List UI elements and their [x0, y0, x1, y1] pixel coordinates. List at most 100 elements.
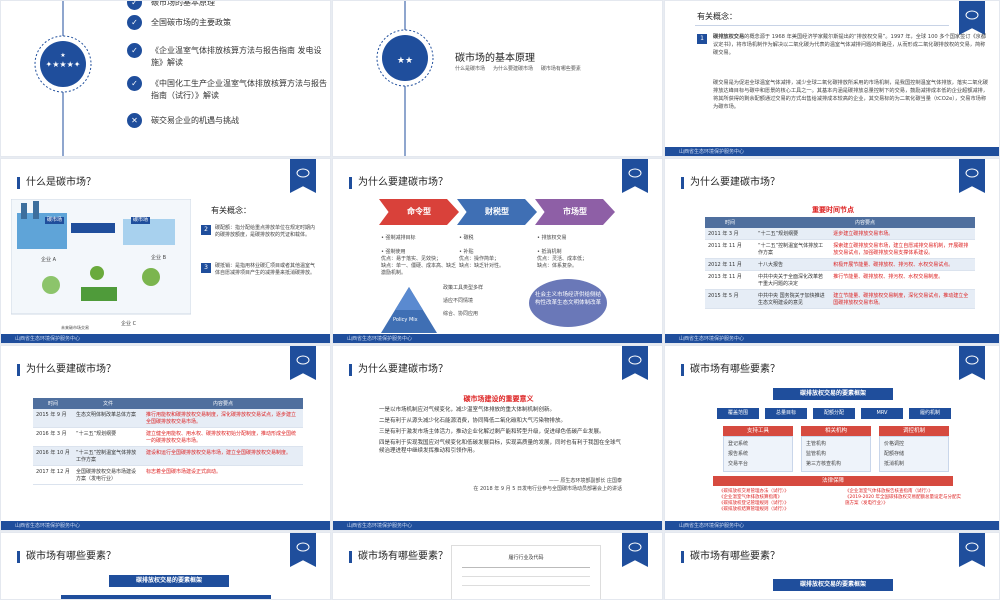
law-item: 《2019-2020 年全国碳排放权交易配额总量设定与分配实施方案（发电行业）》 — [845, 495, 961, 506]
group-box: 主管机构监管机构第三方核查机构 — [801, 436, 871, 472]
arrow-label: 命令型 — [407, 207, 431, 216]
policy-mix-label: Policy Mix — [393, 317, 418, 323]
cloud-icon — [965, 355, 979, 365]
table-header: 内容要点 — [143, 398, 303, 409]
slide-timeline-2[interactable]: 为什么要建碳市场？ 时间文件内容要点 2015 年 9 月生态文明体制改革总体方… — [0, 345, 331, 531]
enterprise-c-label: 企业 C — [121, 321, 137, 327]
slide-significance[interactable]: 为什么要建碳市场？ 碳市场建设的重要意义 一是以市场机制应对气候变化，减少温室气… — [332, 345, 663, 531]
slide-section-title[interactable]: ★★ 碳市场的基本原理 什么是碳市场 为什么要建碳市场 碳市场有哪些要素 — [332, 0, 663, 157]
reform-bubble: 社会主义市场经济供给侧结构性改革生态文明体制改革 — [529, 279, 607, 327]
framework-top: 碳排放权交易的要素框架 — [773, 388, 893, 400]
bubble-text: 社会主义市场经济供给侧结构性改革生态文明体制改革 — [535, 292, 602, 306]
policy-list-item: 政策工具类型多样 — [443, 285, 484, 291]
check-icon: ✓ — [127, 76, 142, 91]
command-desc: • 强制减排目标 • 强制使用 优点：易于落实、见效快； 缺点：单一、僵硬、成本… — [381, 235, 457, 276]
group-item: 第三方核查机构 — [806, 461, 842, 467]
law-item: 《企业温室气体排放报告核查指南（试行）》 — [845, 489, 933, 494]
footer-bar: 山西省生态环境保护服务中心 — [333, 521, 662, 530]
table-cell: 推行节能量、碳排放权、排污权、水权交易制度。 — [830, 270, 975, 290]
significance-list: 一是以市场机制应对气候变化，减少温室气体排放的重大体制机制创新。二是有利于从源头… — [379, 406, 624, 458]
document-heading: 履行行业及代码 — [508, 555, 544, 561]
table-cell: 标志着全国碳市场建设正式启动。 — [143, 465, 303, 485]
group-box: 登记系统报告系统交易平台 — [723, 436, 793, 472]
slide-what-is-carbon-market[interactable]: 什么是碳市场？ 企业 A 企业 B 企业 C 碳市场 碳市场 未来碳市场交易 有… — [0, 158, 331, 344]
table-row: 2016 年 3 月“十三五”规划纲要建立健全用能权、用水权、碳排放权初始分配制… — [33, 427, 303, 447]
slide-ribbon — [959, 346, 985, 380]
concept-paragraph-2: 碳交易是为促进全球温室气体减排，减少全球二氧化碳排放所采用的市场机制，是我国控制… — [713, 80, 988, 110]
footer-bar: 山西省生态环境保护服务中心 — [1, 521, 330, 530]
footer-text: 山西省生态环境保护服务中心 — [347, 336, 413, 342]
arrow-label: 财税型 — [485, 207, 509, 216]
section-subtitle: 什么是碳市场 为什么要建碳市场 碳市场有哪些要素 — [455, 66, 581, 72]
group-item: 配额存储 — [884, 451, 905, 457]
table-cell: 中共中央关于全面深化改革若干重大问题的决定 — [755, 270, 831, 290]
slide-toc[interactable]: ✦★★★✦ ★ ✓碳市场的基本原理✓全国碳市场的主要政策✓《企业温室气体排放核算… — [0, 0, 331, 157]
table-cell: 积极开展节能量、碳排放权、排污权、水权交易试点。 — [830, 258, 975, 271]
slide-title: 为什么要建碳市场？ — [681, 177, 780, 189]
slide-ribbon — [290, 346, 316, 380]
table-row: 2012 年 11 月十八大报告积极开展节能量、碳排放权、排污权、水权交易试点。 — [705, 258, 975, 271]
number-badge: 2 — [201, 225, 211, 235]
slide-framework-2[interactable]: 碳市场有哪些要素？ 碳排放权交易的要素框架 — [0, 532, 331, 600]
document-preview: 履行行业及代码 — [451, 545, 601, 599]
concept-heading: 有关概念： — [697, 12, 737, 21]
significance-item: 一是以市场机制应对气候变化，减少温室气体排放的重大体制机制创新。 — [379, 407, 556, 413]
quota-definition: 碳配额：指分配给重点排放单位在规定时期内的碳排放额度，是碳排放权的凭证和载体。 — [215, 225, 316, 238]
slide-concept-1[interactable]: 有关概念： 1 碳排放权交易的概念源于 1968 年美国经济学家戴尔斯提出的“排… — [664, 0, 1000, 157]
market-desc: • 排放权交易 • 抵消机制 优点：灵活、成本低； 缺点：体系复杂。 — [537, 235, 588, 269]
cloud-icon — [296, 355, 310, 365]
policy-table: 时间文件内容要点 2015 年 9 月生态文明体制改革总体方案推行用能权和碳排放… — [33, 398, 303, 485]
fiscal-desc: • 碳税 • 补贴 优点：操作简单； 缺点：缺乏针对性。 — [459, 235, 505, 269]
policy-list: 政策工具类型多样适应不同情境综合、协同应用 — [443, 285, 533, 324]
group-item: 报告系统 — [728, 451, 749, 457]
table-row: 2013 年 11 月中共中央关于全面深化改革若干重大问题的决定推行节能量、碳排… — [705, 270, 975, 290]
footer-bar: 山西省生态环境保护服务中心 — [1, 334, 330, 343]
law-item: 《碳排放权结算管理规则（试行）》 — [719, 507, 789, 512]
footer-bar: 山西省生态环境保护服务中心 — [333, 334, 662, 343]
table-cell: 2016 年 3 月 — [33, 427, 73, 447]
slide-industry-codes[interactable]: 碳市场有哪些要素？ 履行行业及代码 — [332, 532, 663, 600]
table-cell: 2012 年 11 月 — [705, 258, 755, 271]
table-cell: 推行用能权和碳排放权交易制度，深化碳排放权交易试点，逐步建立全国碳排放权交易市场… — [143, 409, 303, 428]
table-cell: 探索建立碳排放交易市场，建立自愿减排交易机制，开展碳排放交易试点，加强碳排放交易… — [830, 239, 975, 259]
footer-text: 山西省生态环境保护服务中心 — [15, 523, 81, 529]
table-cell: 全国碳排放权交易市场建设方案（发电行业） — [73, 465, 143, 485]
slide-ribbon — [622, 159, 648, 193]
market-tag-2: 碳市场 — [131, 217, 151, 224]
group-item: 登记系统 — [728, 441, 749, 447]
footer-bar: 山西省生态环境保护服务中心 — [665, 521, 999, 530]
slide-title: 什么是碳市场？ — [17, 177, 96, 189]
footer-bar: 山西省生态环境保护服务中心 — [665, 334, 999, 343]
section-title: 碳市场的基本原理 — [455, 53, 535, 64]
slide-ribbon — [959, 1, 985, 35]
policy-list-item: 适应不同情境 — [443, 298, 474, 304]
table-cell: 建设和运行全国碳排放权交易市场，建立全国碳排放权交易制度。 — [143, 446, 303, 466]
table-cell: 2017 年 12 月 — [33, 465, 73, 485]
framework-element: 总量目标 — [765, 408, 807, 419]
table-cell: 2011 年 11 月 — [705, 239, 755, 259]
policy-list-item: 综合、协同应用 — [443, 311, 479, 317]
slide-framework-3[interactable]: 碳市场有哪些要素？ 碳排放权交易的要素框架 — [664, 532, 1000, 600]
table-row: 2011 年 11 月“十二五”控制温室气体排放工作方案探索建立碳排放交易市场，… — [705, 239, 975, 259]
svg-text:✦★★★✦: ✦★★★✦ — [46, 60, 81, 69]
table-header: 内容要点 — [755, 217, 975, 228]
number-badge: 3 — [201, 263, 211, 273]
slide-timeline-1[interactable]: 为什么要建碳市场？ 重要时间节点 时间内容要点 2011 年 3 月“十二五”规… — [664, 158, 1000, 344]
enterprise-b-label: 企业 B — [151, 255, 167, 261]
table-row: 2015 年 5 月中共中央 国务院关于加快推进生态文明建设的意见建立节能量、碳… — [705, 289, 975, 309]
star-badge-icon: ★★ — [376, 1, 434, 156]
significance-heading: 碳市场建设的重要意义 — [463, 395, 534, 403]
check-icon: ✓ — [127, 43, 142, 58]
concept-heading: 有关概念： — [211, 206, 251, 215]
cloud-icon — [296, 168, 310, 178]
number-badge: 1 — [697, 34, 707, 44]
check-icon: ✓ — [127, 15, 142, 30]
framework-element: 配额分配 — [813, 408, 855, 419]
group-box: 价格调控配额存储抵消机制 — [879, 436, 949, 472]
table-cell: 十八大报告 — [755, 258, 831, 271]
slide-policy-types[interactable]: 为什么要建碳市场？ 命令型 财税型 市场型 • 强制减排目标 • 强制使用 优点… — [332, 158, 663, 344]
table-header: 文件 — [73, 398, 143, 409]
table-row: 2015 年 9 月生态文明体制改革总体方案推行用能权和碳排放权交易制度，深化碳… — [33, 409, 303, 428]
toc-item-label: 全国碳市场的主要政策 — [151, 18, 231, 27]
